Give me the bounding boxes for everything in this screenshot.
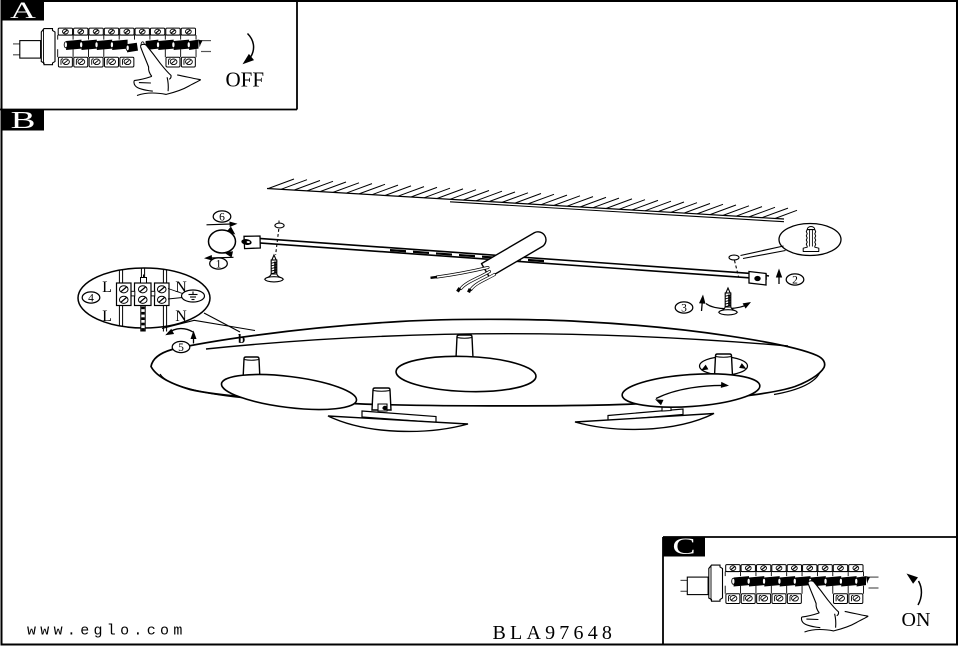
svg-text:BLA97648: BLA97648 (493, 622, 617, 644)
svg-text:L: L (102, 308, 112, 325)
svg-text:ON: ON (902, 609, 931, 631)
svg-text:5: 5 (178, 342, 184, 354)
svg-text:3: 3 (681, 302, 687, 314)
svg-text:A: A (10, 0, 36, 23)
svg-text:N: N (175, 308, 187, 325)
svg-text:OFF: OFF (226, 68, 265, 92)
svg-text:b: b (238, 331, 245, 346)
svg-text:C: C (672, 534, 695, 559)
svg-text:L: L (102, 279, 112, 296)
svg-text:B: B (11, 107, 36, 134)
svg-text:www.eglo.com: www.eglo.com (27, 623, 187, 640)
svg-text:2: 2 (792, 274, 798, 286)
svg-text:4: 4 (88, 292, 94, 304)
svg-text:6: 6 (219, 211, 225, 223)
svg-text:1: 1 (216, 258, 222, 270)
